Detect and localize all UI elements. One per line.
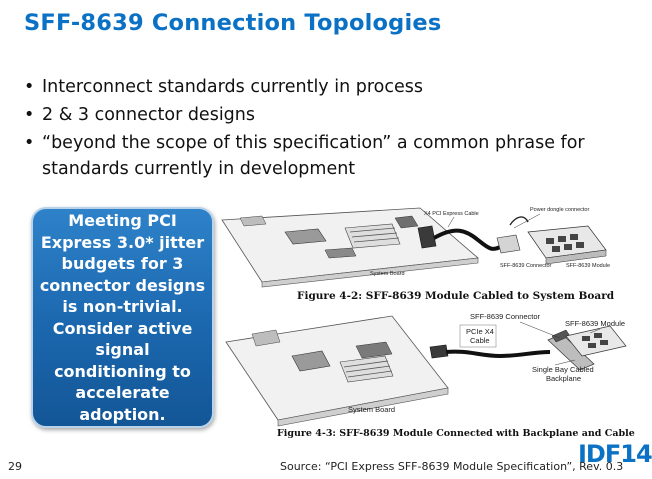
fig2-connector-label: SFF-8639 Connector: [470, 312, 541, 321]
sff-connector-shape: [496, 234, 521, 254]
topology-figures: X4 PCI Express Cable Power dongle connec…: [221, 207, 627, 427]
chip-shape: [284, 228, 327, 245]
system-board-shape: [225, 315, 449, 421]
figure-cabled-diagram: X4 PCI Express Cable Power dongle connec…: [221, 207, 610, 288]
bullet-icon: •: [24, 77, 35, 97]
bullet-text: “beyond the scope of this specification”…: [42, 133, 585, 179]
callout-text: Meeting PCI Express 3.0* jitter budgets …: [39, 211, 206, 424]
fig1-power-dongle-label: Power dongle connector: [530, 207, 589, 213]
fig2-module-label: SFF-8639 Module: [565, 319, 625, 328]
page-number: 29: [8, 460, 22, 473]
fig2-cable-label-line2: Cable: [470, 336, 490, 345]
bullet-icon: •: [24, 105, 35, 125]
fig1-connector-label: SFF-8639 Connector: [500, 263, 552, 269]
fig1-board-label: System Board: [370, 271, 405, 277]
sff-module-shape: [565, 325, 627, 357]
fig1-cable-label: X4 PCI Express Cable: [424, 211, 479, 217]
bullet-list: • Interconnect standards currently in pro…: [22, 74, 622, 184]
bullet-item: • “beyond the scope of this specification…: [22, 130, 622, 182]
figure-backplane-diagram: SFF-8639 Connector SFF-8639 Module PCIe …: [225, 312, 627, 427]
source-citation: Source: “PCI Express SFF-8639 Module Spe…: [280, 460, 624, 473]
board-connector-shape: [417, 225, 437, 249]
fig2-backplane-label-line1: Single Bay Cabled: [532, 365, 594, 374]
fig2-board-label: System Board: [348, 405, 395, 414]
bullet-icon: •: [24, 133, 35, 153]
pcie-cable-shape: [433, 228, 504, 251]
bullet-item: • Interconnect standards currently in pro…: [22, 74, 622, 100]
chip-shape: [291, 350, 331, 372]
slide-title: SFF-8639 Connection Topologies: [24, 10, 442, 36]
bullet-text: 2 & 3 connector designs: [42, 105, 255, 125]
fig2-backplane-label-line2: Backplane: [546, 374, 581, 383]
fig2-cable-label-line1: PCIe X4: [466, 327, 494, 336]
fig1-module-label: SFF-8639 Module: [566, 263, 610, 269]
pcie-cable-shape: [445, 349, 551, 359]
board-connector-shape: [429, 344, 449, 359]
bullet-text: Interconnect standards currently in proc…: [42, 77, 423, 97]
figure1-caption: Figure 4-2: SFF-8639 Module Cabled to Sy…: [297, 290, 615, 302]
idf14-logo: IDF14: [578, 440, 652, 468]
memory-slots-shape: [344, 223, 401, 249]
bullet-item: • 2 & 3 connector designs: [22, 102, 622, 128]
callout-box: Meeting PCI Express 3.0* jitter budgets …: [31, 207, 214, 428]
figure2-caption: Figure 4-3: SFF-8639 Module Connected wi…: [277, 428, 635, 439]
